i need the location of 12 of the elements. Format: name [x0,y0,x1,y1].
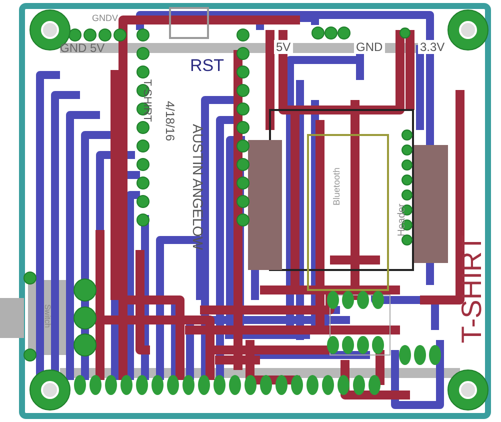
reset-label: RST [190,57,224,74]
pin-label: 5V [274,40,293,54]
pin-label: GND 5V [60,42,105,54]
component-label: Bluetooth [332,167,342,206]
pin-label: 3.3V [418,40,447,54]
author-name: AUSTIN ANGELOW [191,124,206,250]
pin-label: GND [354,40,385,54]
board-title: T-SHIRT [458,234,486,344]
component-label: Header [397,204,408,236]
pin-label: GNDV [92,14,118,23]
board-name: T-SHIRT [140,79,152,122]
date-label: 4/18/16 [164,100,176,142]
